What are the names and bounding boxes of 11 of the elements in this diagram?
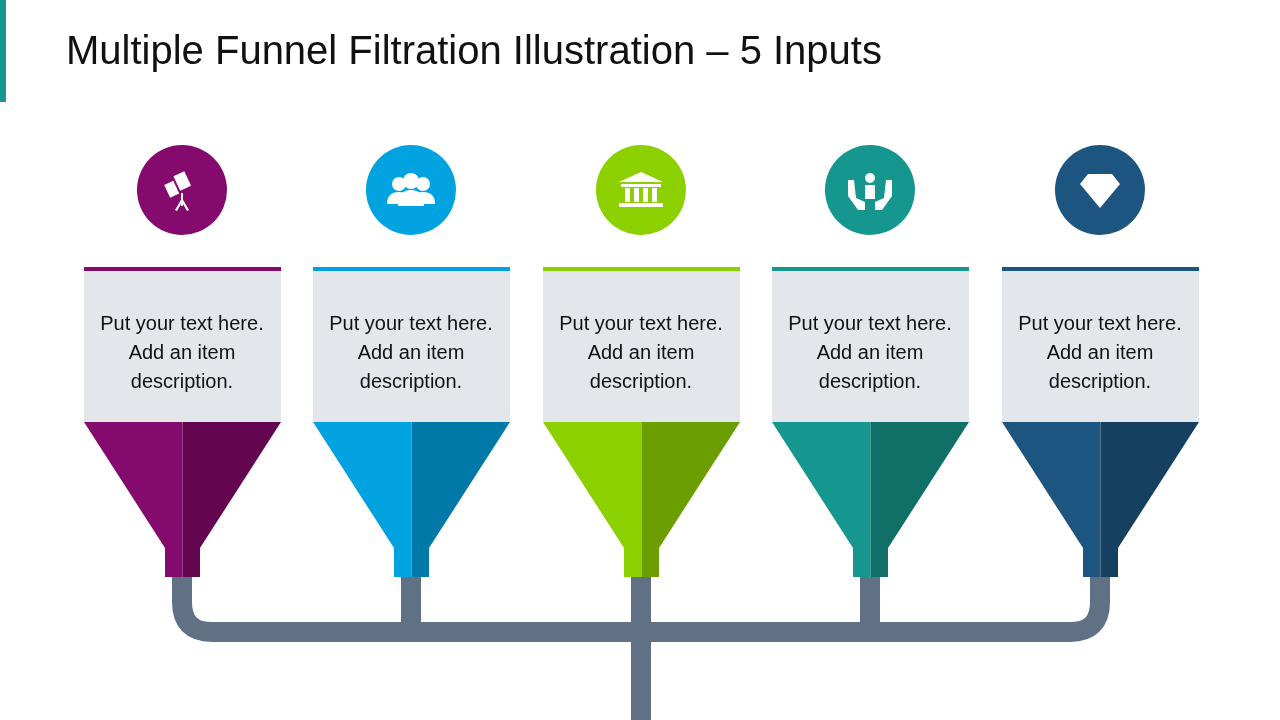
funnel-card bbox=[1001, 267, 1199, 577]
funnel-card bbox=[771, 267, 969, 577]
description-text: Put your text here. Add an item description. bbox=[312, 271, 510, 422]
description-text: Put your text here. Add an item description. bbox=[771, 271, 969, 422]
funnel-card bbox=[83, 267, 281, 577]
title: Multiple Funnel Filtration Illustration – 5 Inputs bbox=[66, 28, 882, 73]
description-text: Put your text here. Add an item description. bbox=[542, 271, 740, 422]
description-text: Put your text here. Add an item description. bbox=[83, 271, 281, 422]
funnel-card bbox=[312, 267, 510, 577]
description-text: Put your text here. Add an item description. bbox=[1001, 271, 1199, 422]
funnel-card bbox=[542, 267, 740, 577]
